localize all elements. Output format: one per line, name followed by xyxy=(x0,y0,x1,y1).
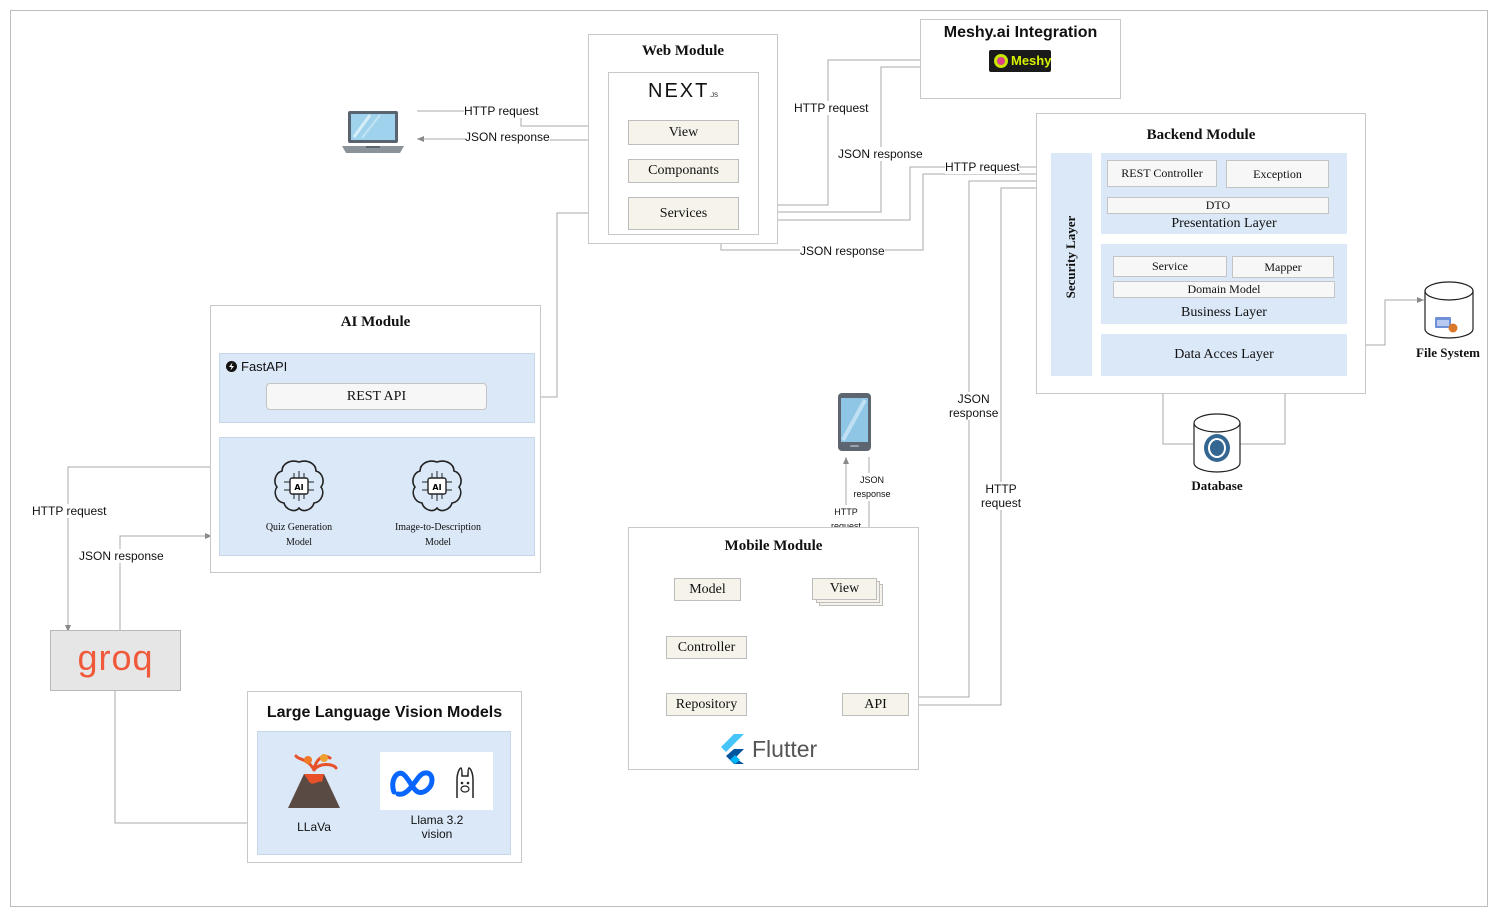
edge-label-meshy-json: JSON response xyxy=(838,147,923,161)
meshy-badge-icon xyxy=(994,54,1008,68)
edge-label-mobile-http: HTTP request xyxy=(981,482,1022,510)
dto-box: DTO xyxy=(1107,197,1329,214)
edge-db-dal xyxy=(1240,378,1286,445)
meshy-logo: Meshy xyxy=(989,50,1051,72)
web-module-title: Web Module xyxy=(641,43,725,59)
ai-models-panel xyxy=(219,437,535,556)
edge-groq-llvm xyxy=(114,691,247,824)
llama-label: Llama 3.2 vision xyxy=(410,813,464,841)
edge-label-laptop-http: HTTP request xyxy=(464,104,539,118)
diagram-frame xyxy=(10,10,1488,907)
backend-title: Backend Module xyxy=(1146,127,1256,143)
svg-text:AI: AI xyxy=(294,483,303,492)
edge-dal-db xyxy=(1162,375,1193,445)
security-layer: Security Layer xyxy=(1051,153,1092,376)
edge-label-mobile-json: JSON response xyxy=(949,392,999,420)
file-system-label: File System xyxy=(1416,345,1480,360)
service-box: Service xyxy=(1113,256,1227,277)
data-access-layer: Data Acces Layer xyxy=(1101,334,1347,376)
brain-chip-icon: AI xyxy=(274,460,324,512)
fastapi-bolt-icon xyxy=(226,361,237,372)
meshy-title: Meshy.ai Integration xyxy=(943,24,1098,41)
ai-module-title: AI Module xyxy=(340,314,411,330)
smartphone-icon xyxy=(838,393,871,451)
image-model-label: Image-to-Description Model xyxy=(394,522,482,548)
domain-model-box: Domain Model xyxy=(1113,281,1335,298)
web-components-box: Componants xyxy=(628,159,739,183)
edge-ai-groq-json xyxy=(119,533,212,632)
flutter-icon xyxy=(721,734,744,764)
mobile-repository-box: Repository xyxy=(666,693,747,716)
mobile-model-box: Model xyxy=(674,578,741,601)
mobile-module-title: Mobile Module xyxy=(724,538,823,554)
groq-logo: groq xyxy=(77,636,154,678)
edge-label-phone-json: JSON response xyxy=(853,473,891,501)
exception-box: Exception xyxy=(1226,160,1329,188)
edge-meshy-http xyxy=(740,57,988,206)
database-icon xyxy=(1193,413,1241,473)
web-view-box: View xyxy=(628,120,739,145)
nextjs-logo: NEXT.JS xyxy=(648,80,719,102)
mobile-view-box: View xyxy=(812,578,877,600)
llvm-title: Large Language Vision Models xyxy=(266,704,503,721)
file-system-icon xyxy=(1424,281,1474,339)
edge-label-backend-http: HTTP request xyxy=(945,160,1020,174)
mobile-api-box: API xyxy=(842,693,909,716)
quiz-model-label: Quiz Generation Model xyxy=(265,522,333,548)
mobile-controller-box: Controller xyxy=(666,636,747,659)
edge-backend-json xyxy=(718,173,1107,251)
mapper-box: Mapper xyxy=(1232,256,1334,278)
database-label: Database xyxy=(1191,478,1243,493)
llava-label: LLaVa xyxy=(297,820,331,834)
edge-label-ai-json: JSON response xyxy=(79,549,164,563)
rest-api-box: REST API xyxy=(266,383,487,410)
llama-icon xyxy=(456,767,474,798)
edge-label-meshy-http: HTTP request xyxy=(794,101,869,115)
rest-controller-box: REST Controller xyxy=(1107,160,1217,187)
web-services-box: Services xyxy=(628,197,739,230)
edge-dal-fs xyxy=(1347,297,1424,346)
edge-label-ai-http: HTTP request xyxy=(32,504,107,518)
meta-logo-icon xyxy=(390,770,435,797)
llama-logo-panel xyxy=(380,752,493,810)
brain-chip-icon: AI xyxy=(412,460,462,512)
edge-ai-groq-http xyxy=(65,466,218,632)
edge-label-laptop-json: JSON response xyxy=(465,130,550,144)
edge-label-backend-json: JSON response xyxy=(800,244,885,258)
laptop-icon xyxy=(342,111,404,153)
volcano-icon xyxy=(288,754,340,808)
svg-text:AI: AI xyxy=(432,483,441,492)
flutter-logo: Flutter xyxy=(718,733,817,765)
groq-box: groq xyxy=(50,630,181,691)
fastapi-logo: FastAPI xyxy=(226,359,287,374)
